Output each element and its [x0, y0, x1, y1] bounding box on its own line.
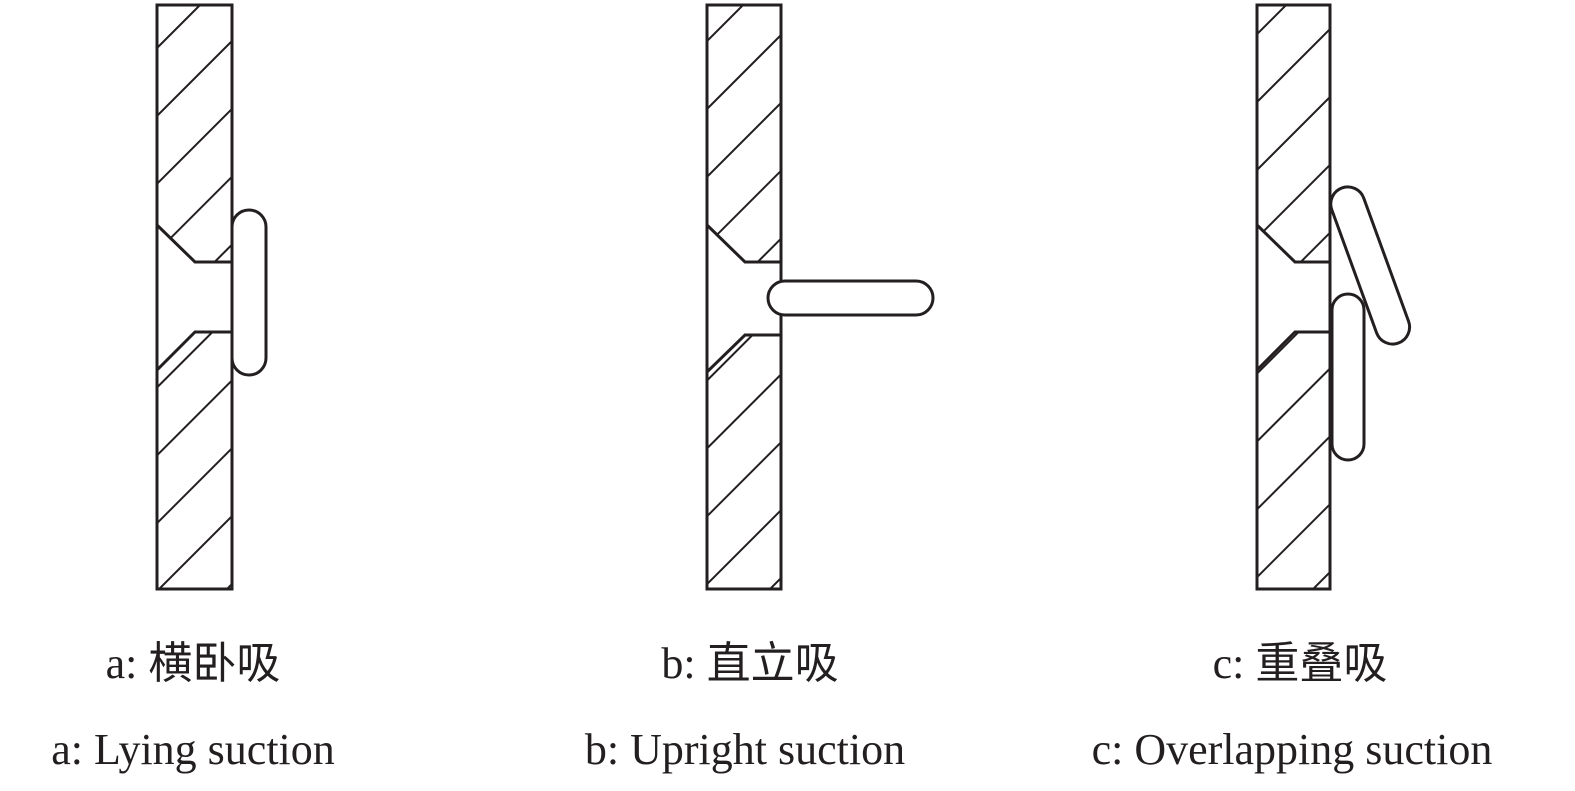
caption-en: a: Lying suction [51, 725, 335, 774]
caption-cn: b: 直立吸 [661, 639, 838, 688]
particle [766, 279, 935, 317]
caption-cn: a: 横卧吸 [106, 639, 281, 688]
panel-a-lying: a: 横卧吸 a: Lying suction [51, 3, 335, 774]
particle-lying [1330, 292, 1366, 462]
panel-c-overlapping: c: 重叠吸 c: Overlapping suction [1092, 3, 1493, 774]
particle [230, 208, 268, 377]
panel-b-upright: b: 直立吸 b: Upright suction [585, 3, 935, 774]
caption-en: c: Overlapping suction [1092, 725, 1493, 774]
caption-en: b: Upright suction [585, 725, 905, 774]
particle-tilted [1329, 185, 1412, 346]
caption-cn: c: 重叠吸 [1213, 639, 1388, 688]
